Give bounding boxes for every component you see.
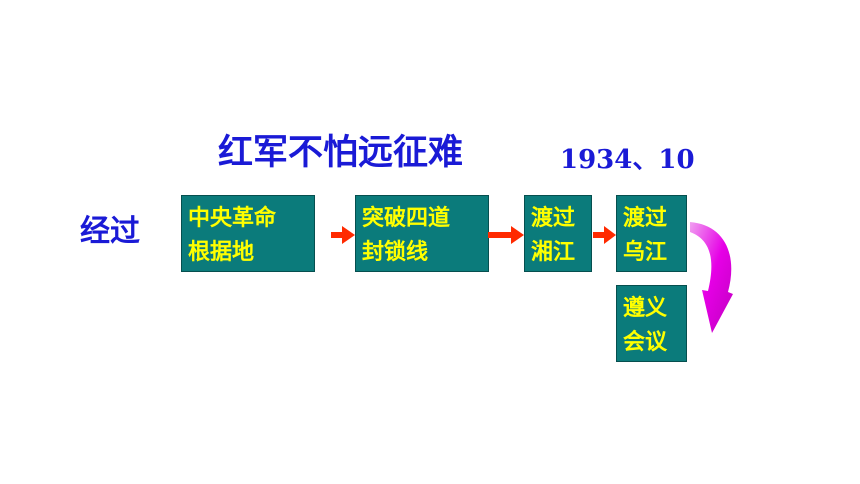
step-box-xiang-river: 渡过 湘江 [524,195,592,272]
route-label: 经过 [80,214,140,249]
step-box-zunyi-meeting: 遵义 会议 [616,285,687,362]
step-box-central-base: 中央革命 根据地 [181,195,315,272]
arrow-right-icon [488,226,524,244]
step-text-line1: 遵义 [623,296,668,321]
step-text-line1: 渡过 [531,206,576,231]
step-text-line1: 突破四道 [362,206,451,231]
arrow-right-icon [331,226,355,244]
date-label: 1934、10 [560,145,695,175]
step-text-line2: 乌江 [623,240,668,265]
step-text-line2: 封锁线 [362,240,429,265]
step-text-line1: 渡过 [623,206,668,231]
step-text-line1: 中央革命 [188,206,277,231]
step-text-line2: 湘江 [531,240,576,265]
step-box-wu-river: 渡过 乌江 [616,195,687,272]
arrow-right-icon [593,226,616,244]
step-text-line2: 根据地 [188,240,255,265]
curved-arrow-icon [690,222,733,333]
step-text-line2: 会议 [623,330,668,355]
slide-title: 红军不怕远征难 [218,133,464,173]
